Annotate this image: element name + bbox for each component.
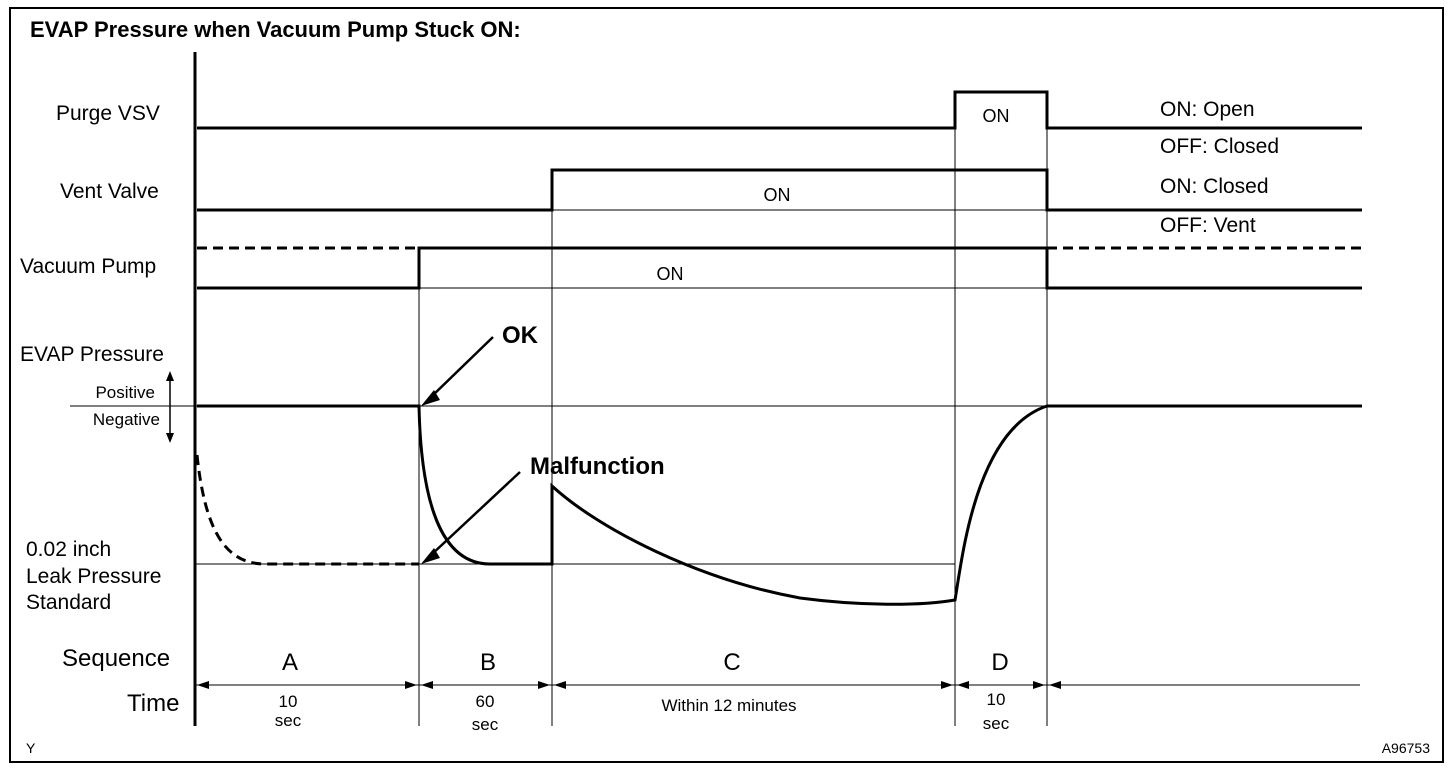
time-dimension-arrows-icon: [197, 681, 1061, 689]
time-d-line2: sec: [983, 714, 1010, 733]
negative-label: Negative: [93, 410, 160, 429]
evap-pressure-label: EVAP Pressure: [20, 343, 164, 366]
leak-standard-line3: Standard: [26, 591, 111, 614]
corner-mark-y: Y: [26, 740, 36, 756]
purge-vsv-on-text: ON: [983, 106, 1010, 126]
positive-label: Positive: [95, 383, 155, 402]
vent-valve-legend-off: OFF: Vent: [1160, 214, 1256, 237]
vent-valve-signal: [197, 168, 1362, 212]
malfunction-pressure-curve: [195, 454, 419, 566]
purge-vsv-signal: [197, 90, 1362, 130]
time-a-line1: 10: [279, 692, 298, 711]
malfunction-arrow-icon: [421, 471, 521, 564]
vent-valve-label: Vent Valve: [60, 180, 159, 203]
reference-lines: [70, 209, 1360, 686]
leak-standard-line2: Leak Pressure: [26, 565, 161, 588]
positive-negative-arrow-icon: [166, 371, 174, 443]
vent-valve-on-text: ON: [764, 185, 791, 205]
ok-label: OK: [502, 322, 539, 349]
sequence-step-d: D: [991, 649, 1008, 676]
time-label: Time: [127, 690, 179, 717]
time-d-line1: 10: [987, 690, 1006, 709]
vacuum-pump-label: Vacuum Pump: [20, 255, 156, 278]
purge-vsv-label: Purge VSV: [56, 102, 160, 125]
evap-pressure-curve: [197, 404, 1362, 606]
sequence-step-b: B: [480, 649, 496, 676]
time-c-line1: Within 12 minutes: [661, 696, 796, 715]
figure-id: A96753: [1382, 740, 1430, 756]
vent-valve-legend-on: ON: Closed: [1160, 175, 1269, 198]
leak-standard-line1: 0.02 inch: [26, 538, 111, 561]
time-a-line2: sec: [275, 711, 302, 730]
purge-vsv-legend-on: ON: Open: [1160, 98, 1255, 121]
phase-boundaries: [418, 92, 1048, 726]
ok-arrow-icon: [421, 336, 494, 406]
time-b-line2: sec: [472, 715, 499, 734]
frame: [9, 7, 1444, 763]
sequence-step-a: A: [282, 649, 298, 676]
vacuum-pump-signal: [197, 246, 1362, 290]
time-b-line1: 60: [476, 692, 495, 711]
diagram-title: EVAP Pressure when Vacuum Pump Stuck ON:: [30, 17, 521, 42]
purge-vsv-legend-off: OFF: Closed: [1160, 135, 1279, 158]
vacuum-pump-on-text: ON: [657, 264, 684, 284]
malfunction-label: Malfunction: [530, 453, 665, 480]
sequence-step-c: C: [723, 649, 740, 676]
sequence-label: Sequence: [62, 645, 170, 672]
